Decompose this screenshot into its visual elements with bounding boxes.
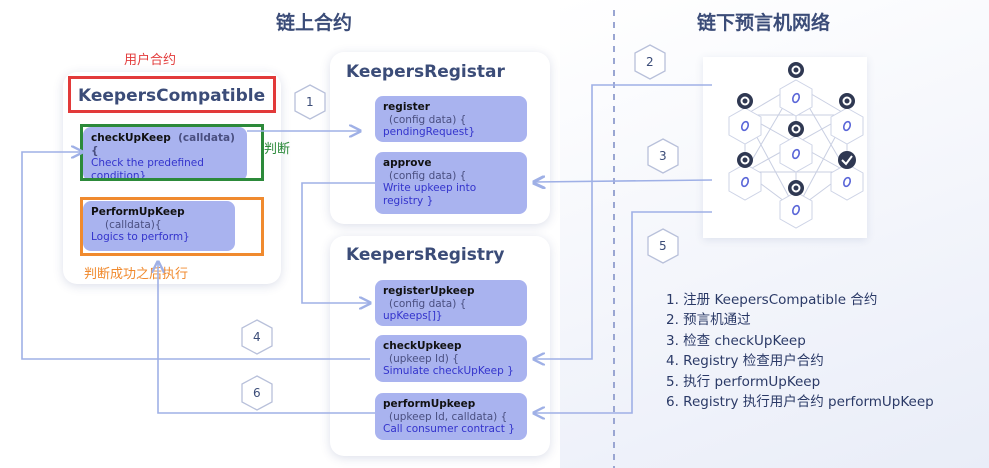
function-body: Simulate checkUpKeep } xyxy=(383,365,514,377)
network-node-hex xyxy=(779,79,813,117)
step-3-number: 3 xyxy=(659,149,667,163)
step-5-number: 5 xyxy=(659,239,667,253)
link-icon xyxy=(842,120,852,132)
function-body: Call consumer contract } xyxy=(383,423,515,435)
function-args: (calldata) { xyxy=(91,132,235,157)
node-icon xyxy=(737,93,753,109)
network-node-hex xyxy=(830,163,864,201)
function-args: (config data) { xyxy=(389,113,467,126)
step-2-number: 2 xyxy=(646,55,654,69)
user-contract-box xyxy=(68,76,276,113)
step-1-hexagon xyxy=(294,84,326,120)
network-node-hex xyxy=(728,163,762,201)
arrow-network-to-perform xyxy=(534,211,712,413)
step-2-hexagon xyxy=(634,44,666,80)
checkupkeep-function: checkUpKeep (calldata) { Check the prede… xyxy=(83,127,247,182)
network-node-hex xyxy=(728,107,762,145)
function-name: registerUpkeep xyxy=(383,285,475,297)
function-name: register xyxy=(383,101,430,113)
legend-item: 5. 执行 performUpKeep xyxy=(666,373,821,390)
judge-label: 判断 xyxy=(264,142,291,157)
link-icon xyxy=(740,120,750,132)
register-function: register (config data) { pendingRequest} xyxy=(375,96,527,142)
legend-item: 1. 注册 KeepersCompatible 合约 xyxy=(666,292,878,308)
arrow-network-to-approve xyxy=(534,180,713,182)
step-3-hexagon xyxy=(647,138,679,174)
performupkeep-registry-function: performUpkeep (upkeep Id, calldata) { Ca… xyxy=(375,393,527,440)
legend-item: 4. Registry 检查用户合约 xyxy=(666,353,824,370)
link-icon xyxy=(791,148,801,160)
checkupkeep-registry-function: checkUpkeep (upkeep Id) { Simulate check… xyxy=(375,335,527,382)
step-6-number: 6 xyxy=(253,386,261,400)
keepers-registry-title: KeepersRegistry xyxy=(346,245,505,265)
function-args: (upkeep Id, calldata) { xyxy=(389,410,508,423)
arrow-network-to-check xyxy=(534,84,712,359)
link-icon xyxy=(791,92,801,104)
link-icon xyxy=(842,176,852,188)
keepers-compatible-title: KeepersCompatible xyxy=(78,86,266,106)
function-name: approve xyxy=(383,157,432,169)
keepers-registar-title: KeepersRegistar xyxy=(346,62,505,82)
function-name: PerformUpKeep xyxy=(91,206,185,218)
legend-item: 3. 检查 checkUpKeep xyxy=(666,332,806,349)
function-args: (calldata){ xyxy=(105,218,162,231)
function-body: Write upkeep into registry } xyxy=(383,182,477,207)
step-4-hexagon xyxy=(241,319,273,355)
function-name: performUpkeep xyxy=(383,398,476,410)
offchain-heading: 链下预言机网络 xyxy=(697,12,831,34)
step-4-number: 4 xyxy=(253,330,261,344)
node-icon xyxy=(788,180,804,196)
step-6-hexagon xyxy=(241,375,273,411)
link-icon xyxy=(740,176,750,188)
function-args: (config data) { xyxy=(389,297,467,310)
perform-box xyxy=(80,197,264,256)
arrow-step-4 xyxy=(21,152,370,360)
check-icon xyxy=(838,151,856,169)
node-icon xyxy=(737,152,753,168)
step-5-hexagon xyxy=(647,228,679,264)
function-body: upKeeps[]} xyxy=(383,310,443,322)
node-icon xyxy=(788,62,804,78)
node-icon xyxy=(839,93,855,109)
network-node-hex xyxy=(830,107,864,145)
arrow-step-6 xyxy=(158,262,375,414)
function-name: checkUpKeep xyxy=(91,132,171,144)
network-node-hex xyxy=(779,191,813,229)
function-args: (config data) { xyxy=(389,169,467,182)
function-args: (upkeep Id) { xyxy=(389,352,459,365)
link-icon xyxy=(791,204,801,216)
function-body: pendingRequest} xyxy=(383,126,476,138)
registerupkeep-function: registerUpkeep (config data) { upKeeps[]… xyxy=(375,280,527,326)
onchain-heading: 链上合约 xyxy=(276,12,353,34)
legend-item: 2. 预言机通过 xyxy=(666,312,751,329)
function-name: checkUpkeep xyxy=(383,340,462,352)
legend-item: 6. Registry 执行用户合约 performUpKeep xyxy=(666,394,934,411)
performupkeep-function: PerformUpKeep (calldata){ Logics to perf… xyxy=(83,201,235,251)
function-body: Logics to perform} xyxy=(91,231,190,243)
step-1-number: 1 xyxy=(306,95,314,109)
user-contract-label: 用户合约 xyxy=(124,53,177,68)
node-icon xyxy=(788,121,804,137)
approve-function: approve (config data) { Write upkeep int… xyxy=(375,152,527,214)
network-node-hex xyxy=(779,135,813,173)
step-legend: 1. 注册 KeepersCompatible 合约 2. 预言机通过 3. 检… xyxy=(666,290,934,412)
arrow-approve-to-register xyxy=(301,182,375,303)
